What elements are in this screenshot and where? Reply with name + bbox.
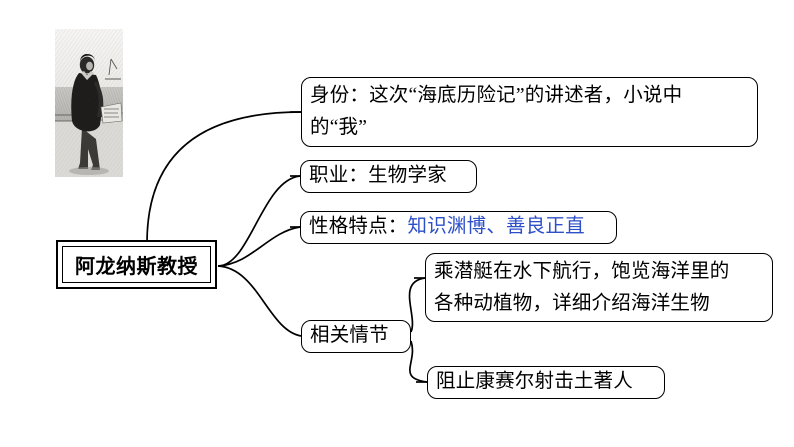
connector-root-to-identity: [146, 111, 302, 244]
node-plot-voyage-line1: 乘潜艇在水下航行，饱览海洋里的: [434, 260, 730, 282]
node-plot-label: 相关情节: [310, 325, 389, 347]
connector-root-to-traits: [217, 226, 301, 267]
node-identity-line1: 身份：这次“海底历险记”的讲述者，小说中: [310, 85, 683, 107]
node-identity-label: 身份：这次“海底历险记”的讲述者，小说中的“我”: [302, 80, 757, 143]
root-node-label: 阿龙纳斯教授: [75, 256, 198, 278]
node-plot-stop-label: 阻止康赛尔射击土著人: [436, 371, 634, 393]
connector-root-to-plot: [217, 265, 302, 337]
engraving-illustration: [55, 29, 123, 177]
node-traits[interactable]: 性格特点：知识渊博、善良正直: [300, 211, 617, 244]
node-identity[interactable]: 身份：这次“海底历险记”的讲述者，小说中的“我”: [301, 77, 758, 147]
node-plot[interactable]: 相关情节: [301, 320, 411, 353]
node-occupation[interactable]: 职业：生物学家: [300, 160, 477, 193]
node-plot-voyage-line2: 各种动植物，详细介绍海洋生物: [434, 292, 710, 314]
node-identity-line2: 的“我”: [310, 117, 368, 138]
node-traits-label: 性格特点：知识渊博、善良正直: [301, 212, 616, 242]
node-traits-prefix: 性格特点：: [309, 216, 408, 238]
engraving-image: [55, 29, 123, 177]
root-node-alonnasi[interactable]: 阿龙纳斯教授: [56, 240, 217, 289]
node-traits-accent: 知识渊博、善良正直: [407, 216, 585, 238]
node-plot-stop[interactable]: 阻止康赛尔射击土著人: [427, 366, 665, 399]
node-occupation-label: 职业：生物学家: [309, 165, 447, 187]
root-node-inner-border: 阿龙纳斯教授: [62, 246, 211, 283]
connector-root-to-occupation: [217, 175, 301, 267]
connector-plot-to-voyage: [408, 277, 426, 333]
node-plot-voyage[interactable]: 乘潜艇在水下航行，饱览海洋里的各种动植物，详细介绍海洋生物: [425, 253, 773, 322]
node-plot-voyage-label: 乘潜艇在水下航行，饱览海洋里的各种动植物，详细介绍海洋生物: [426, 256, 772, 319]
connector-plot-to-stop: [409, 340, 428, 383]
